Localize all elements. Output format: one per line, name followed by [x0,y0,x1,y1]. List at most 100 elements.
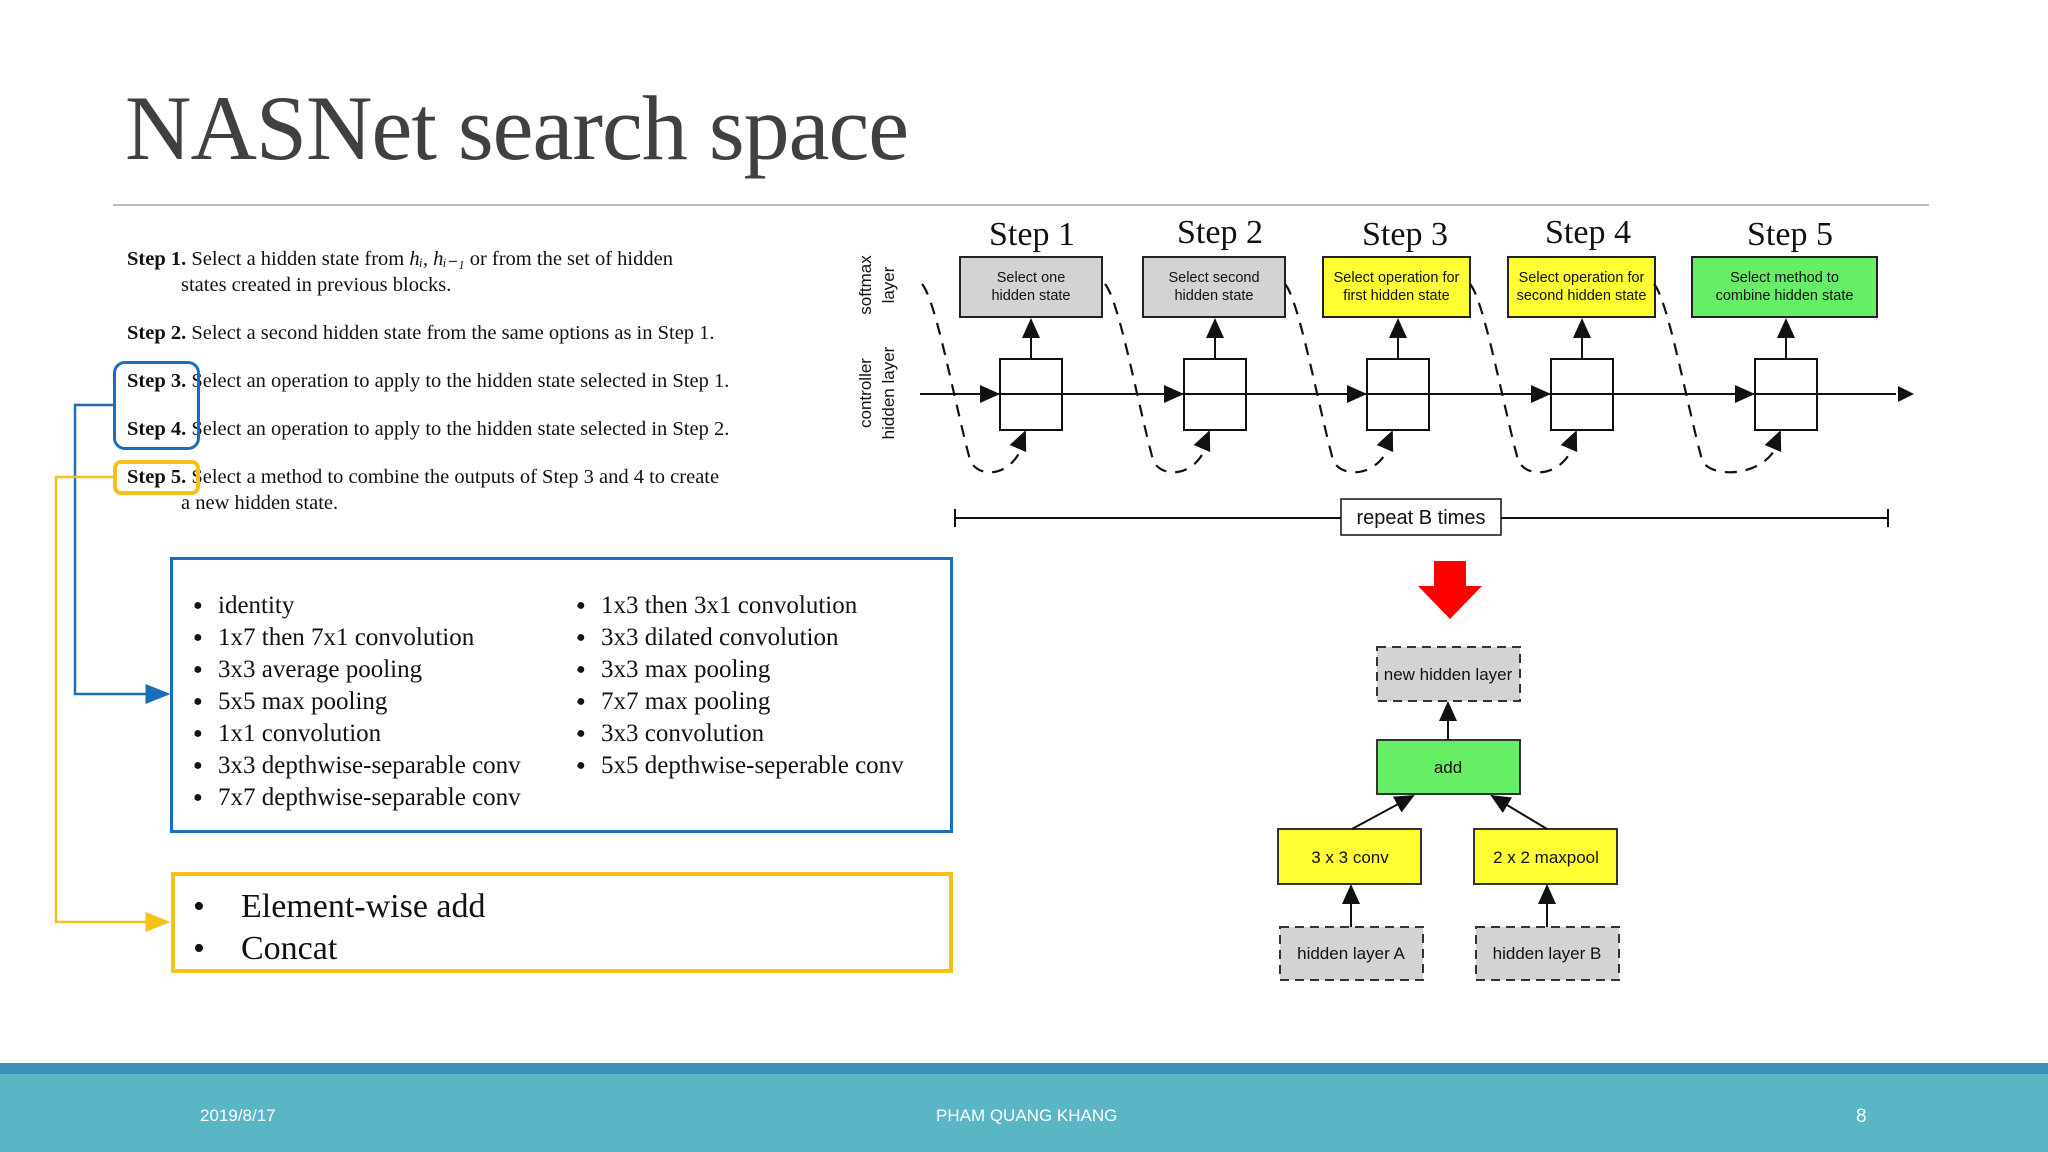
step-3: Step 3. Select an operation to apply to … [127,368,773,394]
slide-title: NASNet search space [125,77,909,179]
combine-method-item: Element-wise add [193,886,486,928]
step-1: Step 1. Select a hidden state from hᵢ, h… [127,246,773,298]
softmax-box-label: hidden state [1174,288,1253,304]
step-4-text: Select an operation to apply to the hidd… [191,418,730,440]
down-arrow-icon [1418,561,1482,619]
conv-node [1277,828,1422,885]
softmax-box-label: Select one [997,270,1066,286]
feedback-arrowhead [1376,430,1394,453]
maxpool-label: 2 x 2 maxpool [1493,848,1599,867]
step-1-label: Step 1. [127,248,187,270]
operation-item: 1x3 then 3x1 convolution [570,590,904,622]
softmax-label-line2: layer [879,266,898,303]
operation-item: 5x5 max pooling [187,686,521,718]
operations-right-list: 1x3 then 3x1 convolution 3x3 dilated con… [570,590,904,782]
step-title: Step 4 [1545,214,1631,251]
controller-flow-arrowhead [1898,386,1914,402]
footer-author: PHAM QUANG KHANG [936,1106,1118,1125]
feedback-arcs [921,283,1782,474]
feedback-arrowhead [1009,430,1027,453]
step-title: Step 1 [989,216,1075,253]
softmax-box: Select operation for second hidden state [1507,256,1656,318]
hidden-layer-b-label: hidden layer B [1493,944,1602,963]
feedback-arrowhead [1560,430,1578,453]
repeat-label: repeat B times [1357,507,1486,529]
softmax-box: Select operation for first hidden state [1322,256,1471,318]
softmax-box-label: combine hidden state [1716,288,1854,304]
feedback-arrowhead [1193,430,1211,453]
step-2-label: Step 2. [127,322,187,344]
step-title: Step 3 [1362,216,1448,253]
softmax-box-label: Select operation for [1334,270,1460,286]
step-1-text-cont: states created in previous blocks. [181,274,452,296]
cell-diagram: new hidden layer add 3 x 3 conv 2 x 2 ma… [1277,646,1620,981]
operation-item: 3x3 depthwise-separable conv [187,750,521,782]
softmax-box-label: Select operation for [1519,270,1645,286]
operation-item: 7x7 max pooling [570,686,904,718]
step-titles: Step 1 Step 2 Step 3 Step 4 Step 5 [989,214,1833,253]
softmax-box: Select one hidden state [959,256,1103,318]
softmax-box-label: Select method to [1730,270,1839,286]
operation-item: identity [187,590,521,622]
feedback-arc [1284,283,1394,474]
operation-item: 1x1 convolution [187,718,521,750]
arrow-conv-to-add [1351,795,1415,830]
combine-methods-box: Element-wise add Concat [171,872,953,973]
softmax-box: Select method to combine hidden state [1691,256,1878,318]
page-number: 8 [1856,1106,1867,1127]
new-hidden-layer-node [1376,646,1521,702]
step-1-math: hᵢ, hᵢ₋₁ [409,248,465,270]
step-1-text-b: or from the set of hidden [469,248,673,270]
add-label: add [1434,758,1462,777]
softmax-box-label: first hidden state [1343,288,1449,304]
operation-item: 1x7 then 7x1 convolution [187,622,521,654]
controller-diagram: Step 1 Step 2 Step 3 Step 4 Step 5 softm… [856,214,1914,536]
footer-date: 2019/8/17 [200,1106,276,1125]
softmax-box-label: second hidden state [1517,288,1647,304]
conv-label: 3 x 3 conv [1311,848,1389,867]
step-5-text: Select a method to combine the outputs o… [191,466,720,488]
feedback-arc [1469,283,1578,474]
feedback-arc [921,283,1027,474]
operation-item: 7x7 depthwise-separable conv [187,782,521,814]
operation-item: 5x5 depthwise-seperable conv [570,750,904,782]
controller-label-line1: controller [856,358,875,428]
new-hidden-layer-label: new hidden layer [1384,665,1513,684]
softmax-box-label: hidden state [991,288,1070,304]
combine-method-item: Concat [193,928,486,970]
feedback-arc [1104,283,1211,474]
repeat-bracket: repeat B times [954,498,1889,536]
title-divider [113,204,1929,206]
step-3-text: Select an operation to apply to the hidd… [191,370,730,392]
controller-arrows [980,318,1795,453]
hidden-layer-b-node [1475,926,1620,981]
add-node [1376,739,1521,795]
softmax-box-label: Select second [1168,270,1259,286]
step-title: Step 2 [1177,214,1263,251]
operations-box: identity 1x7 then 7x1 convolution 3x3 av… [170,557,953,833]
step-5-text-cont: a new hidden state. [181,492,339,514]
step-1-text-a: Select a hidden state from [191,248,405,270]
feedback-arrowhead [1764,430,1782,453]
step-2-text: Select a second hidden state from the sa… [191,322,715,344]
operation-item: 3x3 max pooling [570,654,904,686]
step-2: Step 2. Select a second hidden state fro… [127,320,773,346]
operation-item: 3x3 average pooling [187,654,521,686]
controller-label-line2: hidden layer [879,346,898,439]
softmax-label-line1: softmax [856,255,875,315]
operation-item: 3x3 dilated convolution [570,622,904,654]
arrow-maxpool-to-add [1490,794,1548,830]
softmax-box: Select second hidden state [1142,256,1286,318]
operations-left-list: identity 1x7 then 7x1 convolution 3x3 av… [187,590,521,814]
hidden-layer-a-node [1279,926,1424,981]
footer: 2019/8/17 PHAM QUANG KHANG 8 [0,1074,2048,1152]
step-title: Step 5 [1747,216,1833,253]
footer-accent-bar [0,1063,2048,1074]
operation-item: 3x3 convolution [570,718,904,750]
combine-methods-list: Element-wise add Concat [193,886,486,970]
side-labels: softmax layer controller hidden layer [856,255,898,440]
step-3-label: Step 3. [127,370,187,392]
softmax-boxes: Select one hidden state Select second hidde… [959,256,1878,318]
hidden-layer-a-label: hidden layer A [1297,944,1405,963]
